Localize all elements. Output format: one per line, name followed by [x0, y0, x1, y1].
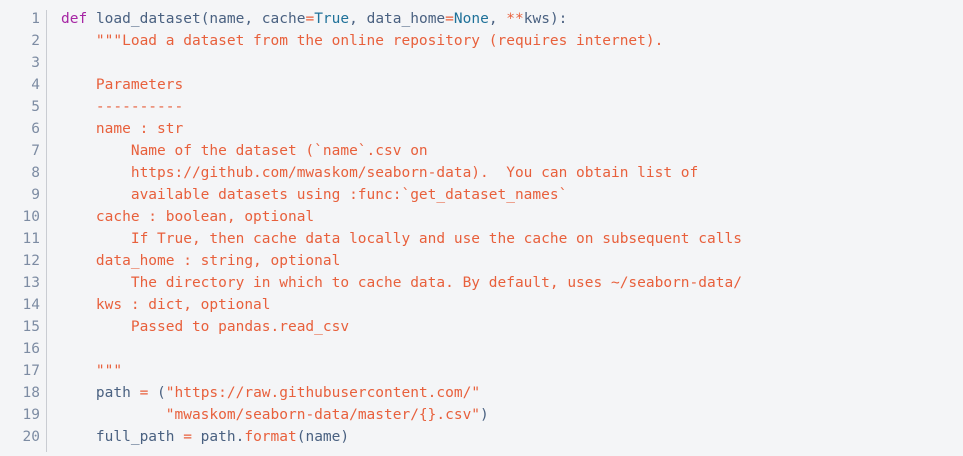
line-number: 20 — [22, 429, 40, 445]
line-number: 1 — [31, 11, 40, 27]
code-line[interactable]: available datasets using :func:`get_data… — [61, 184, 963, 206]
code-line[interactable]: "mwaskom/seaborn-data/master/{}.csv") — [61, 404, 963, 426]
code-token: = — [305, 11, 315, 27]
code-line[interactable]: Passed to pandas.read_csv — [61, 316, 963, 338]
code-line[interactable]: Parameters — [61, 74, 963, 96]
line-number: 7 — [31, 143, 40, 159]
code-token: (name) — [296, 429, 350, 445]
code-token: Name of the dataset (`name`.csv on — [61, 143, 428, 159]
code-token: , — [488, 11, 507, 27]
line-number: 2 — [31, 33, 40, 49]
code-token: Passed to pandas.read_csv — [61, 319, 350, 335]
code-token — [87, 11, 96, 27]
code-token: """ — [61, 363, 123, 379]
line-number: 16 — [22, 341, 40, 357]
code-line[interactable]: Name of the dataset (`name`.csv on — [61, 140, 963, 162]
line-number: 18 — [22, 385, 40, 401]
code-content-area[interactable]: def load_dataset(name, cache=True, data_… — [47, 8, 963, 448]
code-token: If True, then cache data locally and use… — [61, 231, 742, 247]
line-number: 14 — [22, 297, 40, 313]
code-token: path. — [191, 429, 245, 445]
code-line[interactable]: data_home : string, optional — [61, 250, 963, 272]
code-line[interactable]: def load_dataset(name, cache=True, data_… — [61, 8, 963, 30]
code-token: = — [183, 429, 192, 445]
line-number: 4 — [31, 77, 40, 93]
code-token: ( — [148, 385, 166, 401]
code-line[interactable]: The directory in which to cache data. By… — [61, 272, 963, 294]
line-number: 3 — [31, 55, 40, 71]
code-token: def — [61, 11, 88, 27]
code-token: (name, cache — [200, 11, 306, 27]
line-number: 13 — [22, 275, 40, 291]
code-token: True — [314, 11, 350, 27]
code-line[interactable]: kws : dict, optional — [61, 294, 963, 316]
code-line[interactable] — [61, 338, 963, 360]
code-line[interactable]: path = ("https://raw.githubusercontent.c… — [61, 382, 963, 404]
code-token: cache : boolean, optional — [61, 209, 315, 225]
line-number: 8 — [31, 165, 40, 181]
code-token: , data_home — [349, 11, 446, 27]
code-token: path — [61, 385, 140, 401]
code-token: full_path — [61, 429, 184, 445]
code-token: ) — [480, 407, 489, 423]
code-token: "https://raw.githubusercontent.com/" — [165, 385, 481, 401]
line-number: 17 — [22, 363, 40, 379]
code-token: format — [244, 429, 297, 445]
code-token: = — [139, 385, 149, 401]
code-line[interactable]: """Load a dataset from the online reposi… — [61, 30, 963, 52]
code-token: """Load a dataset from the online reposi… — [61, 33, 664, 49]
code-line[interactable]: full_path = path.format(name) — [61, 426, 963, 448]
code-token: data_home : string, optional — [61, 253, 341, 269]
code-token: "mwaskom/seaborn-data/master/{}.csv" — [165, 407, 481, 423]
code-token: ** — [506, 11, 524, 27]
code-line[interactable] — [61, 52, 963, 74]
line-number: 12 — [22, 253, 40, 269]
code-token: kws): — [523, 11, 568, 27]
code-token: name : str — [61, 121, 184, 137]
line-number: 9 — [31, 187, 40, 203]
line-number: 5 — [31, 99, 40, 115]
gutter-divider — [46, 10, 47, 452]
code-token: None — [453, 11, 489, 27]
code-line[interactable]: name : str — [61, 118, 963, 140]
code-token: = — [445, 11, 454, 27]
code-line[interactable]: ---------- — [61, 96, 963, 118]
code-token: The directory in which to cache data. By… — [61, 275, 742, 291]
code-token — [61, 407, 166, 423]
code-token: load_dataset — [95, 11, 201, 27]
code-token: https://github.com/mwaskom/seaborn-data)… — [61, 165, 699, 181]
code-token: kws : dict, optional — [61, 297, 271, 313]
code-line[interactable]: cache : boolean, optional — [61, 206, 963, 228]
line-number: 15 — [22, 319, 40, 335]
line-number: 11 — [22, 231, 40, 247]
code-token: ---------- — [61, 99, 184, 115]
code-line[interactable]: https://github.com/mwaskom/seaborn-data)… — [61, 162, 963, 184]
line-number: 19 — [22, 407, 40, 423]
line-number: 10 — [22, 209, 40, 225]
code-line[interactable]: """ — [61, 360, 963, 382]
code-line[interactable]: If True, then cache data locally and use… — [61, 228, 963, 250]
code-token: available datasets using :func:`get_data… — [61, 187, 568, 203]
line-number: 6 — [31, 121, 40, 137]
code-token: Parameters — [61, 77, 184, 93]
